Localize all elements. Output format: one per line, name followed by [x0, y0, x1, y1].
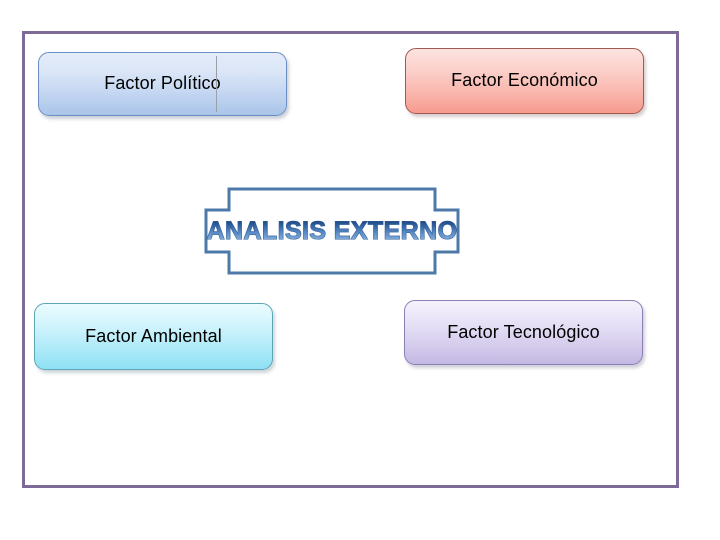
- text-cursor-artifact: [216, 56, 217, 112]
- factor-box-economico[interactable]: Factor Económico: [405, 48, 644, 114]
- cross-outline-path: [204, 187, 460, 275]
- factor-label-economico: Factor Económico: [451, 70, 598, 91]
- factor-label-tecnologico: Factor Tecnológico: [447, 321, 600, 342]
- slide-frame-border: [22, 31, 679, 488]
- factor-label-ambiental: Factor Ambiental: [85, 325, 222, 346]
- center-cross-shape[interactable]: [203, 186, 461, 276]
- factor-box-ambiental[interactable]: Factor Ambiental: [34, 303, 273, 370]
- factor-box-tecnologico[interactable]: Factor Tecnológico: [404, 300, 643, 365]
- factor-label-politico: Factor Político: [104, 73, 221, 94]
- factor-box-politico[interactable]: Factor Político: [38, 52, 287, 116]
